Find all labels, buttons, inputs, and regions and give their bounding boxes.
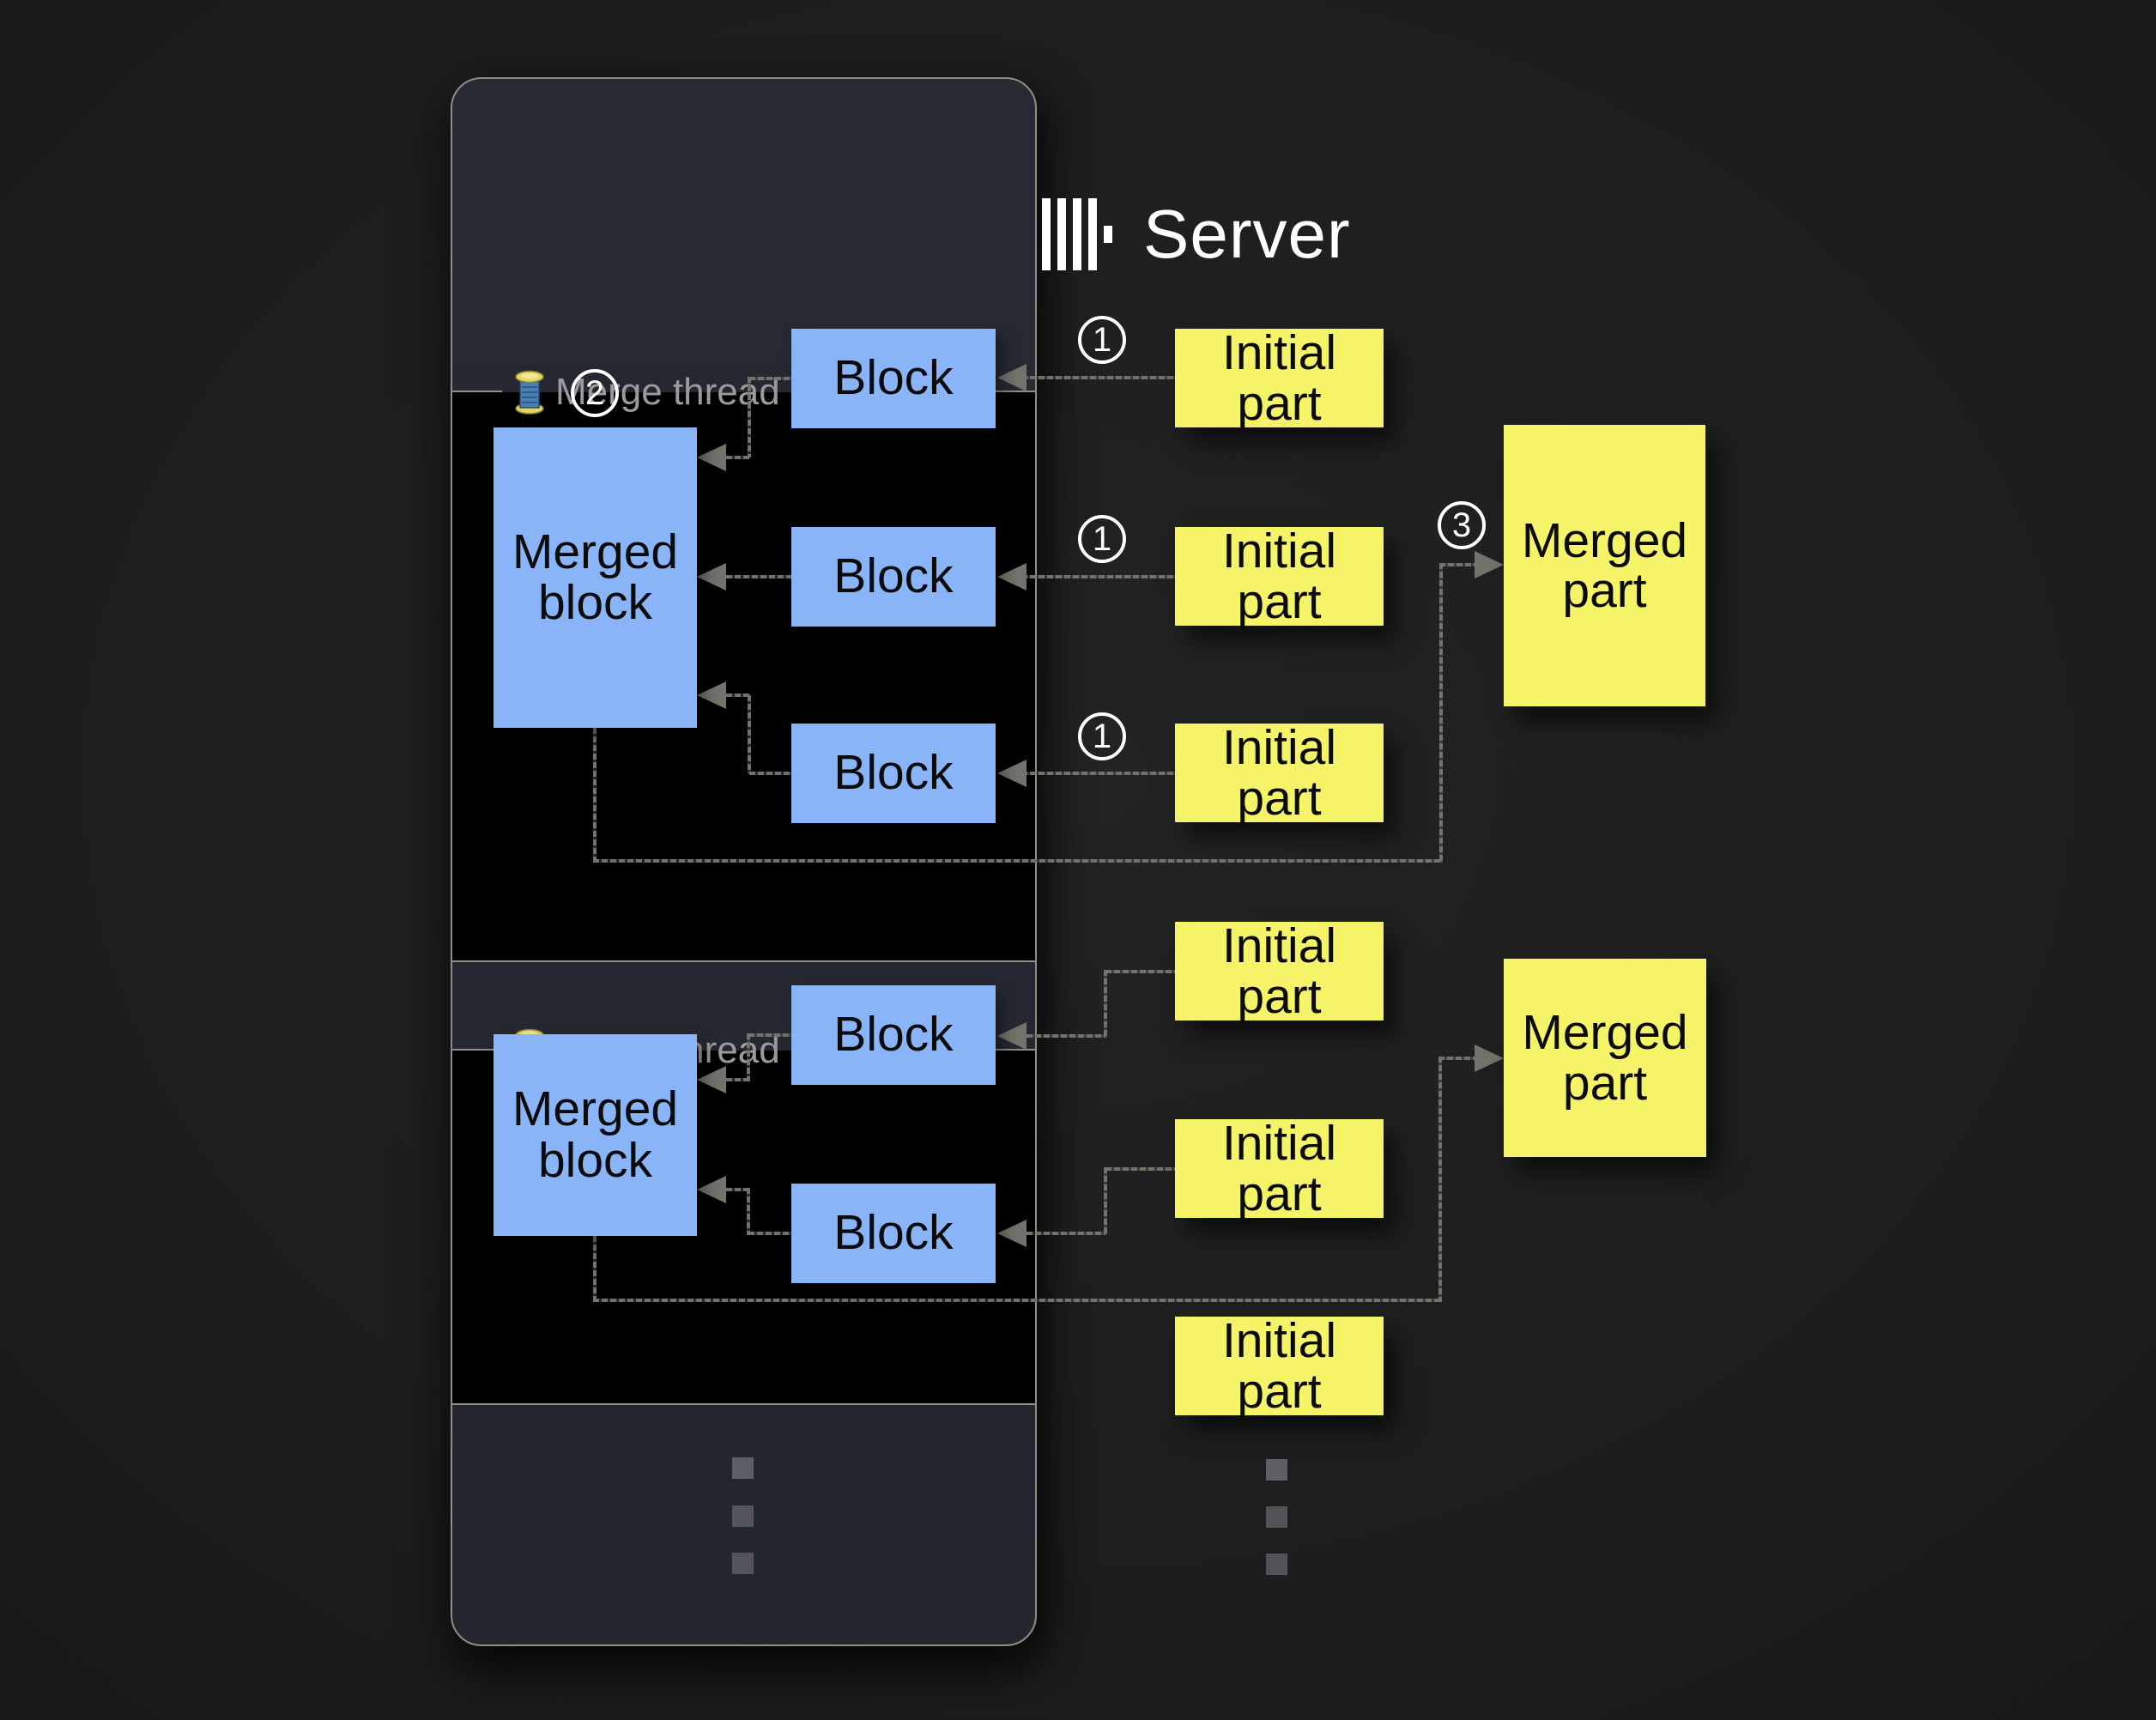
arrowhead-left: [997, 1022, 1027, 1050]
server-ellipsis-dot: [732, 1457, 754, 1479]
logo-bar-short: [1104, 226, 1112, 243]
server-ellipsis-dot: [732, 1553, 754, 1574]
merged-block-2: Merged block: [494, 1034, 697, 1236]
step-circle-2: 2: [571, 369, 619, 417]
arrow-mergedblock2-to-mergedpart2: [1438, 1057, 1442, 1302]
arrowhead-left: [697, 1176, 726, 1203]
arrow-mergedblock2-to-mergedpart2: [1438, 1057, 1475, 1060]
step-circle-1: 1: [1078, 515, 1126, 563]
block-1: Block: [791, 329, 996, 428]
arrow-initialpart5-to-block5: [1105, 1167, 1175, 1171]
parts-ellipsis-dot: [1266, 1506, 1287, 1528]
arrow-mergedblock-to-mergedpart: [593, 859, 1443, 863]
step-circle-1: 1: [1078, 712, 1126, 760]
arrow-initialpart3-to-block3: [1021, 772, 1175, 775]
arrowhead-left: [997, 760, 1027, 787]
clickhouse-logo-icon: [1042, 198, 1112, 270]
initial-part-note-3: Initial part: [1175, 723, 1384, 823]
arrow-mergedblock-to-mergedpart: [1439, 563, 1475, 566]
block-3: Block: [791, 724, 996, 823]
logo-bar: [1073, 198, 1081, 270]
arrow-block1-to-mergedblock: [726, 456, 749, 459]
arrow-block3-to-mergedblock: [748, 695, 751, 773]
arrow-initialpart1-to-block1: [1021, 376, 1175, 379]
arrow-block2-to-mergedblock: [726, 575, 791, 578]
arrow-initialpart4-to-block4: [1027, 1034, 1105, 1038]
arrowhead-left: [997, 364, 1027, 391]
arrow-block4-to-mergedblock: [747, 1033, 750, 1081]
block-5: Block: [791, 1184, 996, 1283]
logo-bar: [1057, 198, 1066, 270]
logo-bar: [1042, 198, 1051, 270]
block-2: Block: [791, 527, 996, 627]
arrow-mergedblock2-to-mergedpart2: [593, 1299, 1442, 1302]
arrow-block4-to-mergedblock: [748, 1033, 791, 1037]
arrow-block1-to-mergedblock: [748, 377, 751, 457]
merged-block-1: Merged block: [494, 427, 697, 728]
merged-part-note-2: Merged part: [1504, 959, 1706, 1157]
logo-bar: [1088, 198, 1097, 270]
arrow-mergedblock-to-mergedpart: [1439, 563, 1443, 863]
step-circle-3: 3: [1438, 501, 1486, 549]
arrowhead-left: [697, 444, 726, 471]
thread-spool-icon: [515, 370, 544, 415]
arrow-mergedblock2-to-mergedpart2: [593, 1236, 597, 1302]
arrowhead-left: [997, 563, 1027, 590]
arrowhead-left: [697, 1066, 726, 1093]
parts-ellipsis-dot: [1266, 1459, 1287, 1481]
server-title: Server: [1143, 196, 1351, 272]
arrow-block5-to-mergedblock: [726, 1188, 748, 1191]
arrow-block4-to-mergedblock: [726, 1078, 748, 1081]
initial-part-note-2: Initial part: [1175, 526, 1384, 627]
arrow-block3-to-mergedblock: [749, 772, 791, 775]
arrow-initialpart4-to-block4: [1105, 970, 1175, 973]
arrow-block5-to-mergedblock: [748, 1232, 791, 1235]
parts-ellipsis-dot: [1266, 1553, 1287, 1575]
merged-part-note-1: Merged part: [1504, 425, 1705, 706]
arrowhead-left: [697, 563, 726, 590]
arrow-mergedblock-to-mergedpart: [593, 728, 597, 863]
arrow-block3-to-mergedblock: [726, 693, 749, 697]
initial-part-note-1: Initial part: [1175, 328, 1384, 428]
arrowhead-right: [1475, 551, 1504, 578]
server-header: Server: [1042, 193, 1351, 276]
arrowhead-left: [997, 1220, 1027, 1247]
arrow-initialpart2-to-block2: [1021, 575, 1175, 578]
arrow-initialpart4-to-block4: [1104, 970, 1107, 1038]
arrowhead-right: [1475, 1045, 1504, 1072]
arrow-initialpart5-to-block5: [1027, 1232, 1105, 1235]
server-ellipsis-dot: [732, 1505, 754, 1527]
initial-part-note-4: Initial part: [1175, 921, 1384, 1021]
arrow-initialpart5-to-block5: [1104, 1167, 1107, 1235]
arrow-block1-to-mergedblock: [749, 377, 791, 380]
arrow-block5-to-mergedblock: [747, 1188, 750, 1235]
arrowhead-left: [697, 681, 726, 709]
initial-part-note-5: Initial part: [1175, 1118, 1384, 1219]
initial-part-note-6: Initial part: [1175, 1316, 1384, 1416]
block-4: Block: [791, 985, 996, 1085]
step-circle-1: 1: [1078, 316, 1126, 364]
